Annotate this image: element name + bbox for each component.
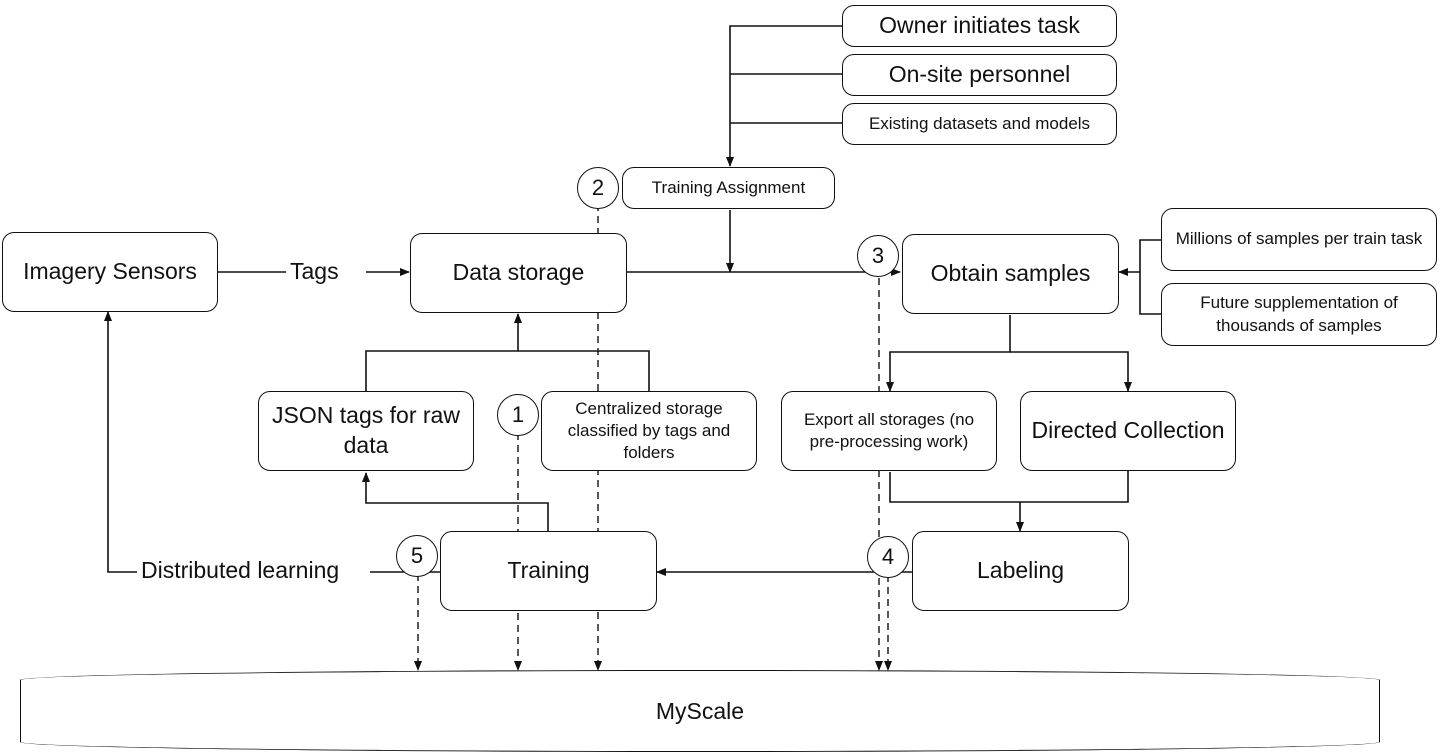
step-3-badge: 3 bbox=[857, 235, 899, 277]
edge-merge-to-labeling bbox=[889, 471, 1129, 503]
step-1-badge: 1 bbox=[497, 394, 539, 436]
assignment-node: Training Assignment bbox=[622, 167, 835, 209]
obtain-node: Obtain samples bbox=[902, 234, 1119, 314]
training-node: Training bbox=[440, 531, 657, 611]
existing-node: Existing datasets and models bbox=[842, 103, 1117, 145]
future-node: Future supplementation of thousands of s… bbox=[1161, 283, 1437, 346]
edge-distributed-to-sensors bbox=[104, 311, 140, 573]
directed-node: Directed Collection bbox=[1020, 391, 1236, 471]
edge-millions-to-obtain bbox=[1139, 239, 1161, 315]
sensors-node: Imagery Sensors bbox=[2, 232, 218, 312]
edge-obtain-split bbox=[886, 315, 1011, 392]
distributed-label: Distributed learning bbox=[137, 557, 344, 584]
step-5-badge: 5 bbox=[396, 535, 438, 577]
export-node: Export all storages (no pre-processing w… bbox=[781, 391, 997, 471]
millions-node: Millions of samples per train task bbox=[1161, 208, 1437, 271]
storage-node: Data storage bbox=[410, 233, 627, 313]
tags-label: Tags bbox=[286, 258, 343, 285]
json-tags-node: JSON tags for raw data bbox=[258, 391, 474, 471]
personnel-node: On-site personnel bbox=[842, 54, 1117, 96]
edge-training-to-json bbox=[362, 472, 549, 531]
step-4-badge: 4 bbox=[867, 536, 909, 578]
myscale-database: MyScale bbox=[20, 670, 1380, 752]
step-2-badge: 2 bbox=[577, 167, 619, 209]
owner-node: Owner initiates task bbox=[842, 5, 1117, 47]
edge-json-to-storage bbox=[365, 350, 650, 391]
centralized-node: Centralized storage classified by tags a… bbox=[541, 391, 757, 471]
edge-sources-to-assignment bbox=[726, 25, 843, 167]
labeling-node: Labeling bbox=[912, 531, 1129, 611]
